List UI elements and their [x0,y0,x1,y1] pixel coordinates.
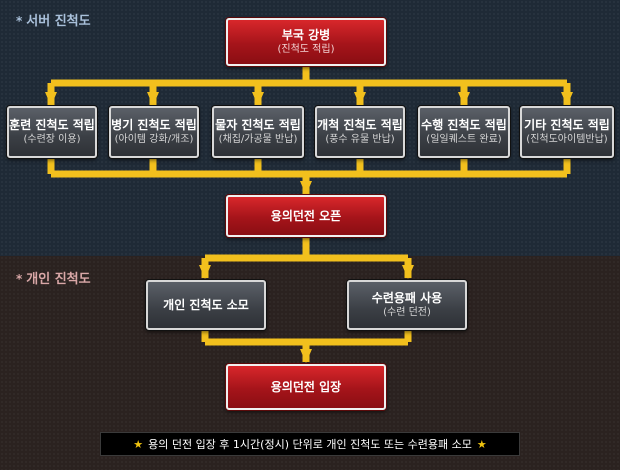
node-label: 병기 진척도 적립 [111,117,197,132]
node-other-progress: 기타 진척도 적립 (진척도아이템반납) [520,106,614,158]
node-dragon-dungeon-open: 용의던전 오픈 [226,195,386,237]
node-label: 개척 진척도 적립 [317,117,403,132]
node-supply-progress: 물자 진척도 적립 (채집/가공물 반납) [212,106,304,158]
footer-note-text: 용의 던전 입장 후 1시간(정시) 단위로 개인 진척도 또는 수련용패 소모 [148,438,472,451]
node-weapon-progress: 병기 진척도 적립 (아이템 강화/개조) [109,106,199,158]
personal-progress-label: 개인 진척도 [26,272,91,287]
node-sublabel: (수련 던전) [383,306,431,318]
node-national-strength: 부국 강병 (진척도 적립) [226,18,386,66]
node-sublabel: (풍수 유물 반납) [325,133,395,145]
node-training-progress: 훈련 진척도 적립 (수련장 이용) [7,106,97,158]
node-label: 용의던전 입장 [270,379,342,394]
node-sublabel: (채집/가공물 반납) [218,133,298,145]
node-training-token-use: 수련용패 사용 (수련 던전) [347,280,467,330]
bullet-icon: * [16,14,23,28]
node-label: 수행 진척도 적립 [421,117,507,132]
server-progress-label: 서버 진척도 [26,14,91,29]
node-personal-progress-consume: 개인 진척도 소모 [146,280,266,330]
node-pioneer-progress: 개척 진척도 적립 (풍수 유물 반납) [315,106,405,158]
bullet-icon: * [16,272,23,286]
personal-progress-title: *개인 진척도 [16,268,91,287]
node-label: 물자 진척도 적립 [215,117,301,132]
server-progress-title: *서버 진척도 [16,10,91,29]
star-icon: ★ [476,437,487,451]
node-sublabel: (일일퀘스트 완료) [426,133,502,145]
node-label: 개인 진척도 소모 [163,297,249,312]
node-sublabel: (수련장 이용) [23,133,81,145]
node-practice-progress: 수행 진척도 적립 (일일퀘스트 완료) [418,106,510,158]
footer-note: ★ 용의 던전 입장 후 1시간(정시) 단위로 개인 진척도 또는 수련용패 … [100,432,520,456]
node-label: 용의던전 오픈 [270,208,342,223]
star-icon: ★ [133,437,144,451]
node-label: 훈련 진척도 적립 [9,117,95,132]
node-dragon-dungeon-entry: 용의던전 입장 [226,364,386,410]
node-sublabel: (아이템 강화/개조) [114,133,194,145]
node-label: 부국 강병 [281,27,331,42]
node-label: 수련용패 사용 [371,290,443,305]
node-label: 기타 진척도 적립 [524,117,610,132]
node-sublabel: (진척도아이템반납) [526,133,608,145]
node-sublabel: (진척도 적립) [277,43,335,55]
